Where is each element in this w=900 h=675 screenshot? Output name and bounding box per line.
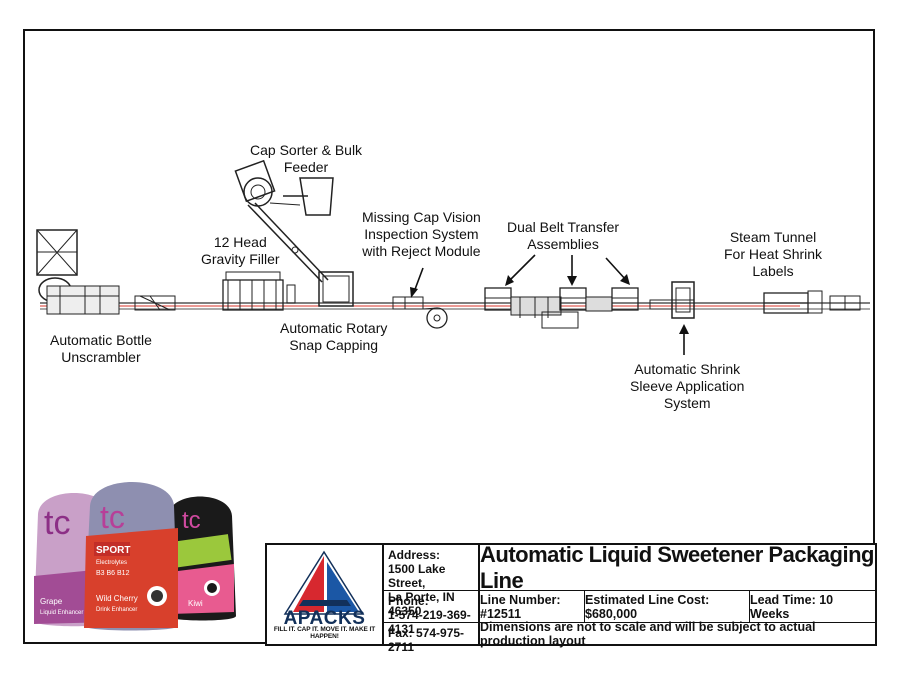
cap-chute [247, 202, 329, 283]
bottle-cherry-sub2: B3 B6 B12 [96, 570, 130, 577]
scale-disclaimer: Dimensions are not to scale and will be … [480, 619, 816, 648]
apacks-slogan: FILL IT. CAP IT. MOVE IT. MAKE IT HAPPEN… [273, 626, 376, 640]
bottle-cherry-name: Wild Cherry [96, 594, 138, 603]
bottle-grape-logo: tc [44, 504, 70, 542]
arrow-dual-belt-left [508, 254, 536, 282]
title-block: APACKS FILL IT. CAP IT. MOVE IT. MAKE IT… [265, 541, 877, 654]
product-bottle-wild-cherry: tc SPORT Electrolytes B3 B6 B12 Wild Che… [84, 482, 178, 631]
fax-cell: Fax: 574-975-2711 [384, 623, 480, 654]
dual-belt-transfer-machines [484, 287, 639, 329]
drawing-title: Automatic Liquid Sweetener Packaging Lin… [480, 541, 875, 593]
bottle-grape-sub: Liquid Enhancer [40, 610, 83, 616]
cap-vision-inspection-unit [392, 296, 448, 329]
address-line2: La Porte, IN 46350 [388, 590, 455, 618]
bottle-cherry-logo: tc [100, 499, 125, 535]
product-bottles-image: tc Kiwi tc Grape Liquid Enhancer tc SPOR… [34, 482, 236, 631]
product-bottle-kiwi: tc Kiwi [166, 496, 236, 621]
bottle-cherry-sub1: Electrolytes [96, 560, 127, 566]
address-label: Address: [388, 548, 441, 562]
logo-cell: APACKS FILL IT. CAP IT. MOVE IT. MAKE IT… [267, 545, 384, 644]
estimated-line-cost: Estimated Line Cost: $680,000 [585, 591, 750, 623]
lead-time: Lead Time: 10 Weeks [750, 591, 875, 623]
bottle-cherry-band: SPORT [96, 545, 130, 556]
address-cell: Address: 1500 Lake Street, La Porte, IN … [384, 545, 480, 618]
apacks-wordmark: APACKS [283, 608, 366, 629]
address-line1: 1500 Lake Street, [388, 562, 446, 590]
shrink-sleeve-applicator [649, 281, 695, 319]
phone-label: Phone: [388, 594, 429, 608]
phone-cell: Phone: 1-574-219-369-4131 [384, 591, 480, 636]
arrow-heads [410, 274, 689, 334]
bottle-grape-name: Grape [40, 597, 63, 606]
fax-number: Fax: 574-975-2711 [388, 626, 465, 654]
bottle-unscrambler-machine [36, 229, 120, 315]
transfer-conveyor [134, 295, 176, 311]
apacks-logo [283, 550, 365, 615]
arrow-dual-belt-right [605, 257, 627, 281]
bottle-kiwi-logo: tc [182, 507, 201, 534]
line-number: Line Number: #12511 [480, 591, 585, 623]
callout-arrows [413, 254, 685, 355]
arrow-cap-vision [413, 267, 424, 293]
bottle-cherry-sub: Drink Enhancer [96, 607, 137, 613]
gravity-filler-machine [222, 271, 296, 311]
rotary-capper-machine [318, 271, 354, 307]
steam-tunnel-machine [763, 290, 861, 314]
bottle-kiwi-name: Kiwi [188, 599, 203, 608]
phone-number: 1-574-219-369-4131 [388, 608, 471, 636]
